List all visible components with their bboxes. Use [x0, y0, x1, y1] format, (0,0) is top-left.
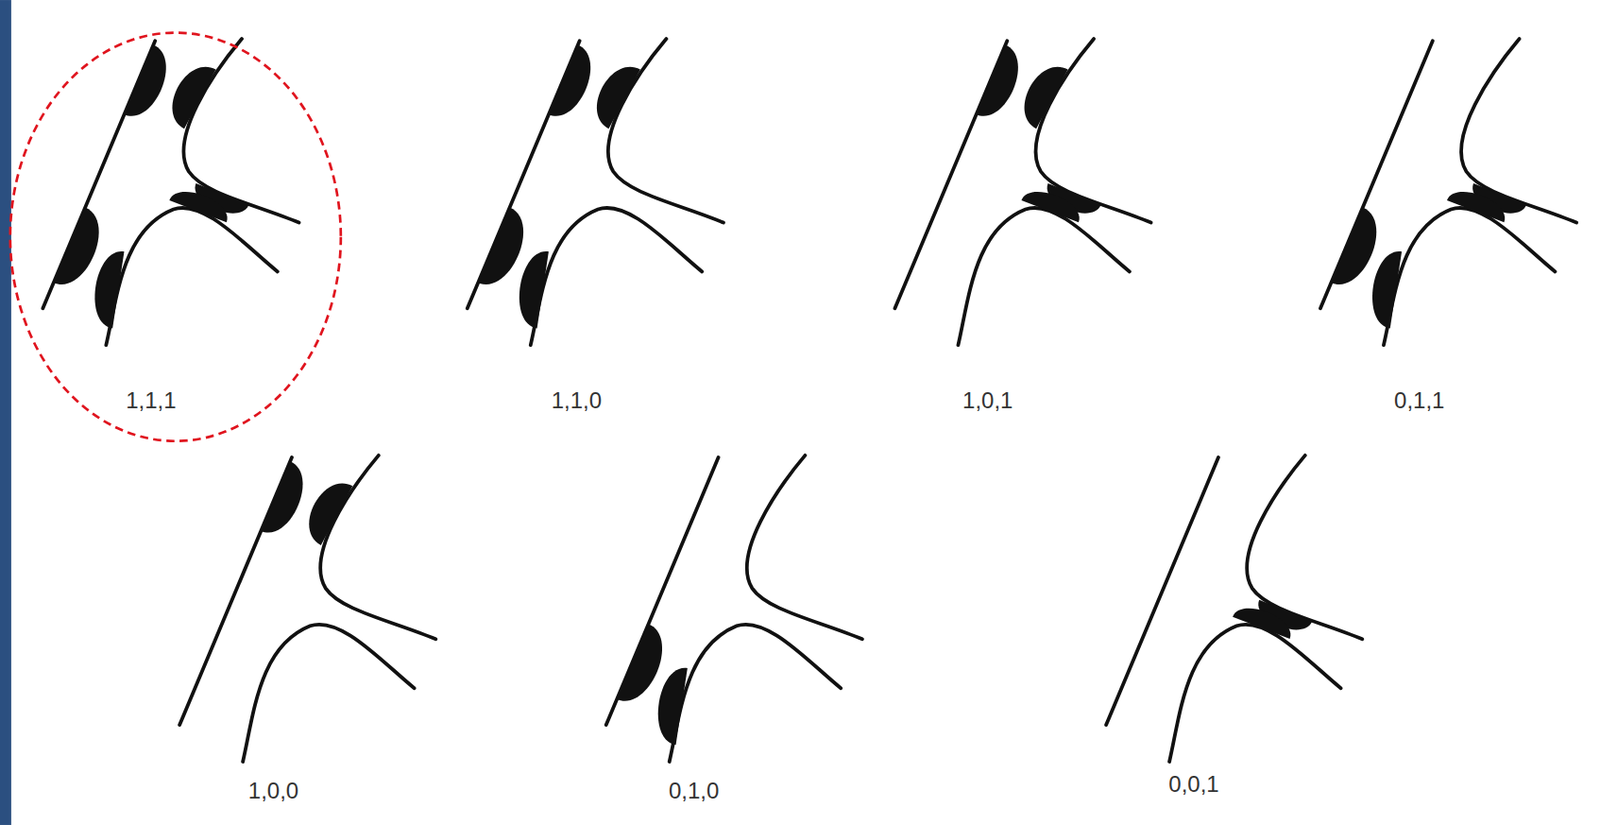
- slide-edge: [0, 0, 12, 825]
- combination-label: 0,0,1: [1168, 770, 1219, 798]
- highlight-ellipse: [10, 33, 341, 442]
- combination-label: 0,1,1: [1394, 387, 1445, 414]
- joint-figure: [606, 455, 863, 762]
- joint-figure: [179, 455, 436, 762]
- joint-figure: [467, 38, 724, 345]
- joint-figure: [894, 38, 1151, 345]
- joint-figure: [1106, 455, 1362, 762]
- combination-label: 1,1,0: [551, 387, 602, 414]
- joint-figure: [1320, 38, 1577, 345]
- combination-label: 1,0,0: [248, 777, 299, 804]
- combination-label: 0,1,0: [668, 777, 719, 804]
- combination-label: 1,1,1: [125, 387, 176, 414]
- joint-figure: [42, 38, 299, 345]
- combination-label: 1,0,1: [962, 387, 1013, 414]
